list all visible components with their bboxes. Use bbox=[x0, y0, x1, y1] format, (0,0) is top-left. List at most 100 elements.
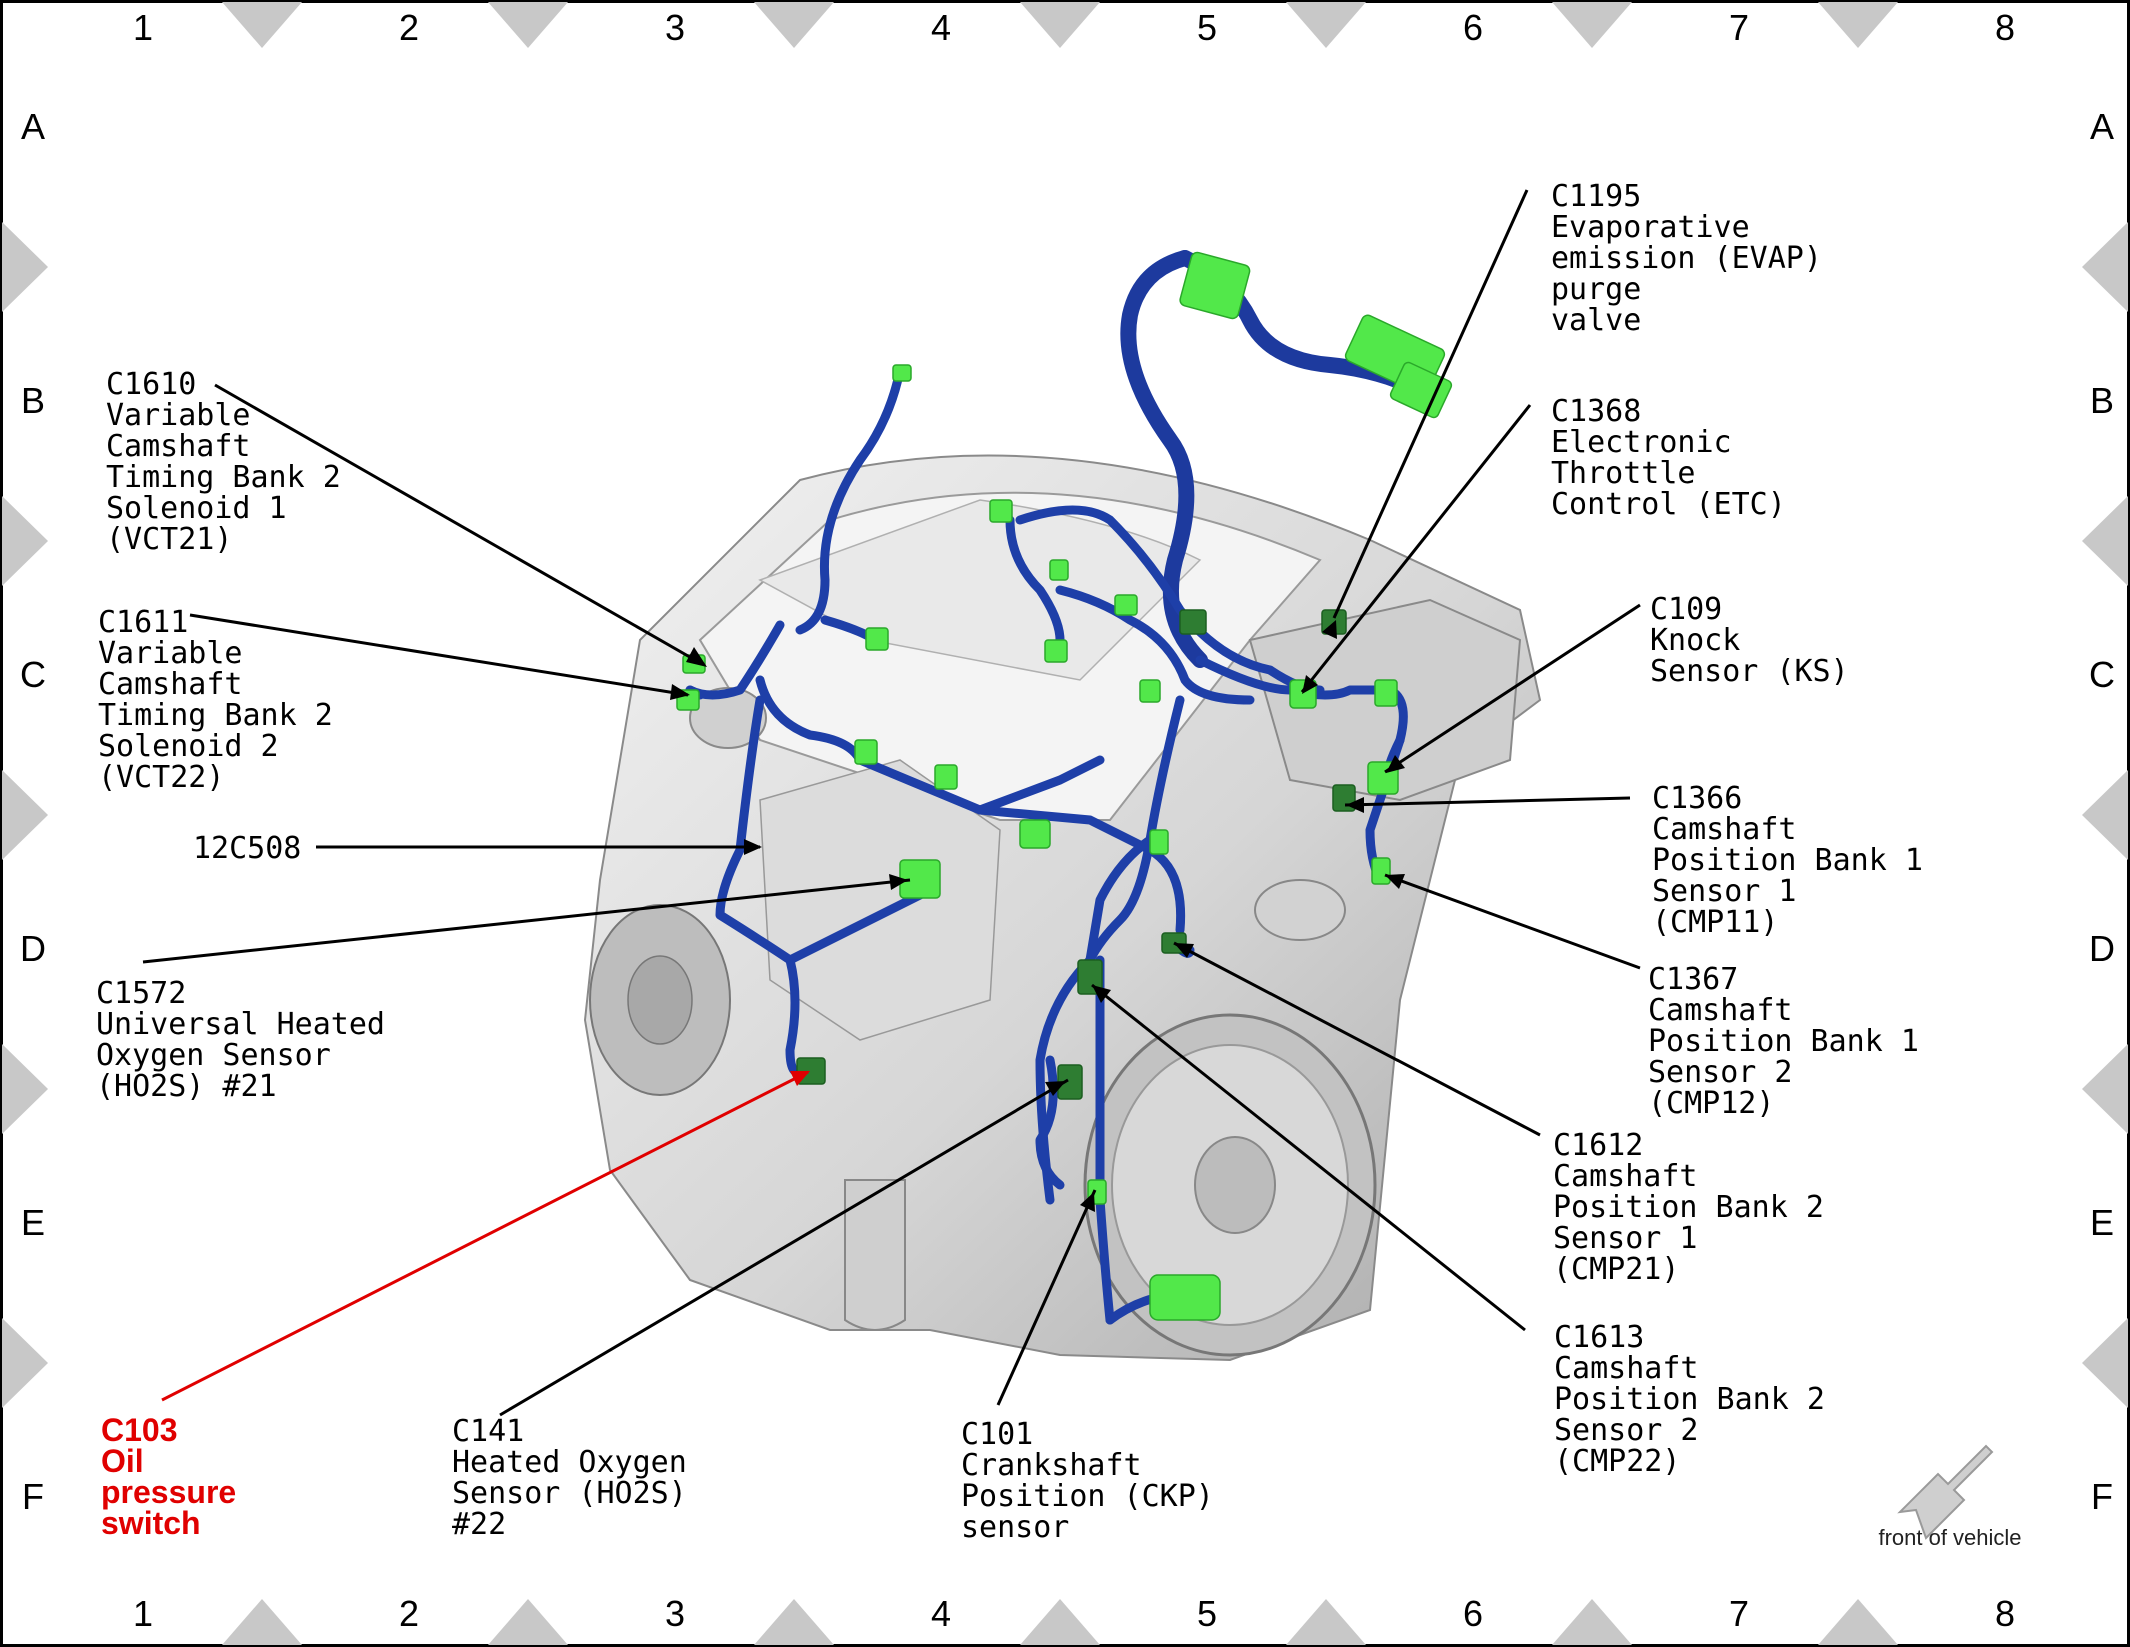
callout-c101-line-2: Position (CKP) bbox=[961, 1479, 1214, 1514]
connector-upper-7 bbox=[989, 499, 1013, 523]
arrowhead-c1613 bbox=[1092, 985, 1111, 1003]
callout-c1367-code: C1367 bbox=[1648, 962, 1738, 997]
callout-c1611-line-5: (VCT22) bbox=[98, 760, 224, 795]
connectors bbox=[676, 251, 1453, 1321]
leader-c1572 bbox=[142, 878, 911, 964]
callout-c1366-code: C1366 bbox=[1652, 781, 1742, 816]
callout-c109: C109 Knock Sensor (KS) bbox=[1650, 592, 1849, 689]
callout-c109-line-2: Sensor (KS) bbox=[1650, 654, 1849, 689]
leader-c1612 bbox=[1173, 941, 1541, 1137]
grid-column-1-top: 1 bbox=[133, 7, 153, 48]
grid-row-e-left: E bbox=[21, 1202, 45, 1243]
callout-c1195: C1195 Evaporative emission (EVAP) purge … bbox=[1551, 179, 1822, 338]
arrowhead-c1195 bbox=[1322, 620, 1337, 639]
connector-upper-8 bbox=[1049, 559, 1069, 581]
leader-c1367 bbox=[1384, 873, 1641, 970]
callout-c109-line-1: Knock bbox=[1650, 623, 1740, 658]
callout-c1613-line-2: Position Bank 2 bbox=[1554, 1382, 1825, 1417]
arrowhead-12c508 bbox=[744, 839, 762, 855]
callout-c101: C101 Crankshaft Position (CKP) sensor bbox=[961, 1417, 1214, 1545]
arrowhead-c1611 bbox=[670, 684, 690, 700]
callout-c1610-code: C1610 bbox=[106, 367, 196, 402]
grid-row-c-right: C bbox=[2089, 654, 2115, 695]
leader-c1366 bbox=[1344, 796, 1631, 807]
connector-evap-purge-2 bbox=[1389, 361, 1453, 419]
grid-column-3-top: 3 bbox=[665, 7, 685, 48]
callout-c1368-line-3: Control (ETC) bbox=[1551, 487, 1786, 522]
callout-c1368-line-2: Throttle bbox=[1551, 456, 1696, 491]
grid-column-6-top: 6 bbox=[1463, 7, 1483, 48]
leader-c1611 bbox=[189, 613, 689, 697]
leader-c1195 bbox=[1332, 189, 1529, 619]
grid-rows-right: A B C D E F bbox=[2089, 106, 2115, 1517]
connector-c1368-branch bbox=[1374, 679, 1398, 707]
callout-c1612-code: C1612 bbox=[1553, 1128, 1643, 1163]
grid-column-1-bottom: 1 bbox=[133, 1593, 153, 1634]
callout-12c508-code: 12C508 bbox=[193, 831, 301, 866]
callout-c1367-line-3: Sensor 2 bbox=[1648, 1055, 1793, 1090]
callout-c1195-line-4: valve bbox=[1551, 303, 1641, 338]
callout-c1367: C1367 Camshaft Position Bank 1 Sensor 2 … bbox=[1648, 962, 1919, 1121]
arrowhead-c141 bbox=[1045, 1081, 1066, 1096]
callout-c141-line-1: Heated Oxygen bbox=[452, 1445, 687, 1480]
leader-c1368 bbox=[1300, 404, 1532, 693]
callout-c1366-line-4: (CMP11) bbox=[1652, 905, 1778, 940]
arrowhead-c1612 bbox=[1174, 943, 1194, 958]
grid-row-f-right: F bbox=[2091, 1476, 2113, 1517]
grid-row-c-left: C bbox=[20, 654, 46, 695]
grid-row-e-right: E bbox=[2090, 1202, 2114, 1243]
callout-c1612-line-3: Sensor 1 bbox=[1553, 1221, 1698, 1256]
callout-c103-line-3: switch bbox=[101, 1505, 201, 1541]
callout-c1572-line-3: (HO2S) #21 bbox=[96, 1069, 277, 1104]
connector-c1367 bbox=[1371, 857, 1391, 885]
grid-column-2-top: 2 bbox=[399, 7, 419, 48]
callout-c1572-line-2: Oxygen Sensor bbox=[96, 1038, 331, 1073]
callout-c1610-line-4: Solenoid 1 bbox=[106, 491, 287, 526]
callout-c1613: C1613 Camshaft Position Bank 2 Sensor 2 … bbox=[1554, 1320, 1825, 1479]
callout-c1195-line-3: purge bbox=[1551, 272, 1641, 307]
callout-c1613-line-3: Sensor 2 bbox=[1554, 1413, 1699, 1448]
connector-upper-3 bbox=[934, 764, 958, 790]
oil-filler-cap bbox=[689, 687, 767, 749]
grid-row-b-left: B bbox=[21, 380, 45, 421]
grid-column-5-top: 5 bbox=[1197, 7, 1217, 48]
callout-c1612-line-2: Position Bank 2 bbox=[1553, 1190, 1824, 1225]
callout-c1572: C1572 Universal Heated Oxygen Sensor (HO… bbox=[96, 976, 385, 1104]
leader-c1613 bbox=[1091, 983, 1526, 1332]
callout-c103-code: C103 bbox=[101, 1412, 178, 1448]
callout-c1610-line-1: Variable bbox=[106, 398, 251, 433]
callout-c101-code: C101 bbox=[961, 1417, 1033, 1452]
arrowhead-c103 bbox=[790, 1071, 810, 1086]
grid-row-d-left: D bbox=[20, 928, 46, 969]
grid-row-f-left: F bbox=[22, 1476, 44, 1517]
callout-c1611-line-4: Solenoid 2 bbox=[98, 729, 279, 764]
callout-c1572-code: C1572 bbox=[96, 976, 186, 1011]
callout-c141: C141 Heated Oxygen Sensor (HO2S) #22 bbox=[452, 1414, 687, 1542]
callout-c1195-line-2: emission (EVAP) bbox=[1551, 241, 1822, 276]
front-of-vehicle-indicator: front of vehicle bbox=[1878, 1444, 2022, 1550]
callout-c109-code: C109 bbox=[1650, 592, 1722, 627]
callout-c103: C103 Oil pressure switch bbox=[101, 1412, 236, 1541]
connector-harness-end-top bbox=[892, 364, 912, 382]
connector-upper-9 bbox=[1114, 594, 1138, 616]
callout-c1368-line-1: Electronic bbox=[1551, 425, 1732, 460]
callout-c1610-line-3: Timing Bank 2 bbox=[106, 460, 341, 495]
grid-column-7-top: 7 bbox=[1729, 7, 1749, 48]
connector-upper-1 bbox=[865, 627, 889, 651]
callout-c101-line-1: Crankshaft bbox=[961, 1448, 1142, 1483]
leader-c109 bbox=[1384, 603, 1641, 774]
callout-c1612-line-4: (CMP21) bbox=[1553, 1252, 1679, 1287]
arrowhead-c1366 bbox=[1346, 797, 1364, 813]
callout-12c508: 12C508 bbox=[193, 831, 301, 866]
arrowhead-c1572 bbox=[889, 874, 908, 890]
connector-evap-upper bbox=[1179, 251, 1251, 320]
connector-upper-5 bbox=[1044, 639, 1068, 663]
alternator-pulley bbox=[627, 955, 693, 1045]
callout-c1366-line-1: Camshaft bbox=[1652, 812, 1797, 847]
callout-c1611-line-3: Timing Bank 2 bbox=[98, 698, 333, 733]
callout-c1612-line-1: Camshaft bbox=[1553, 1159, 1698, 1194]
arrowhead-c109 bbox=[1386, 755, 1405, 773]
callout-c103-line-2: pressure bbox=[101, 1474, 236, 1510]
connector-c1613 bbox=[1077, 959, 1103, 995]
